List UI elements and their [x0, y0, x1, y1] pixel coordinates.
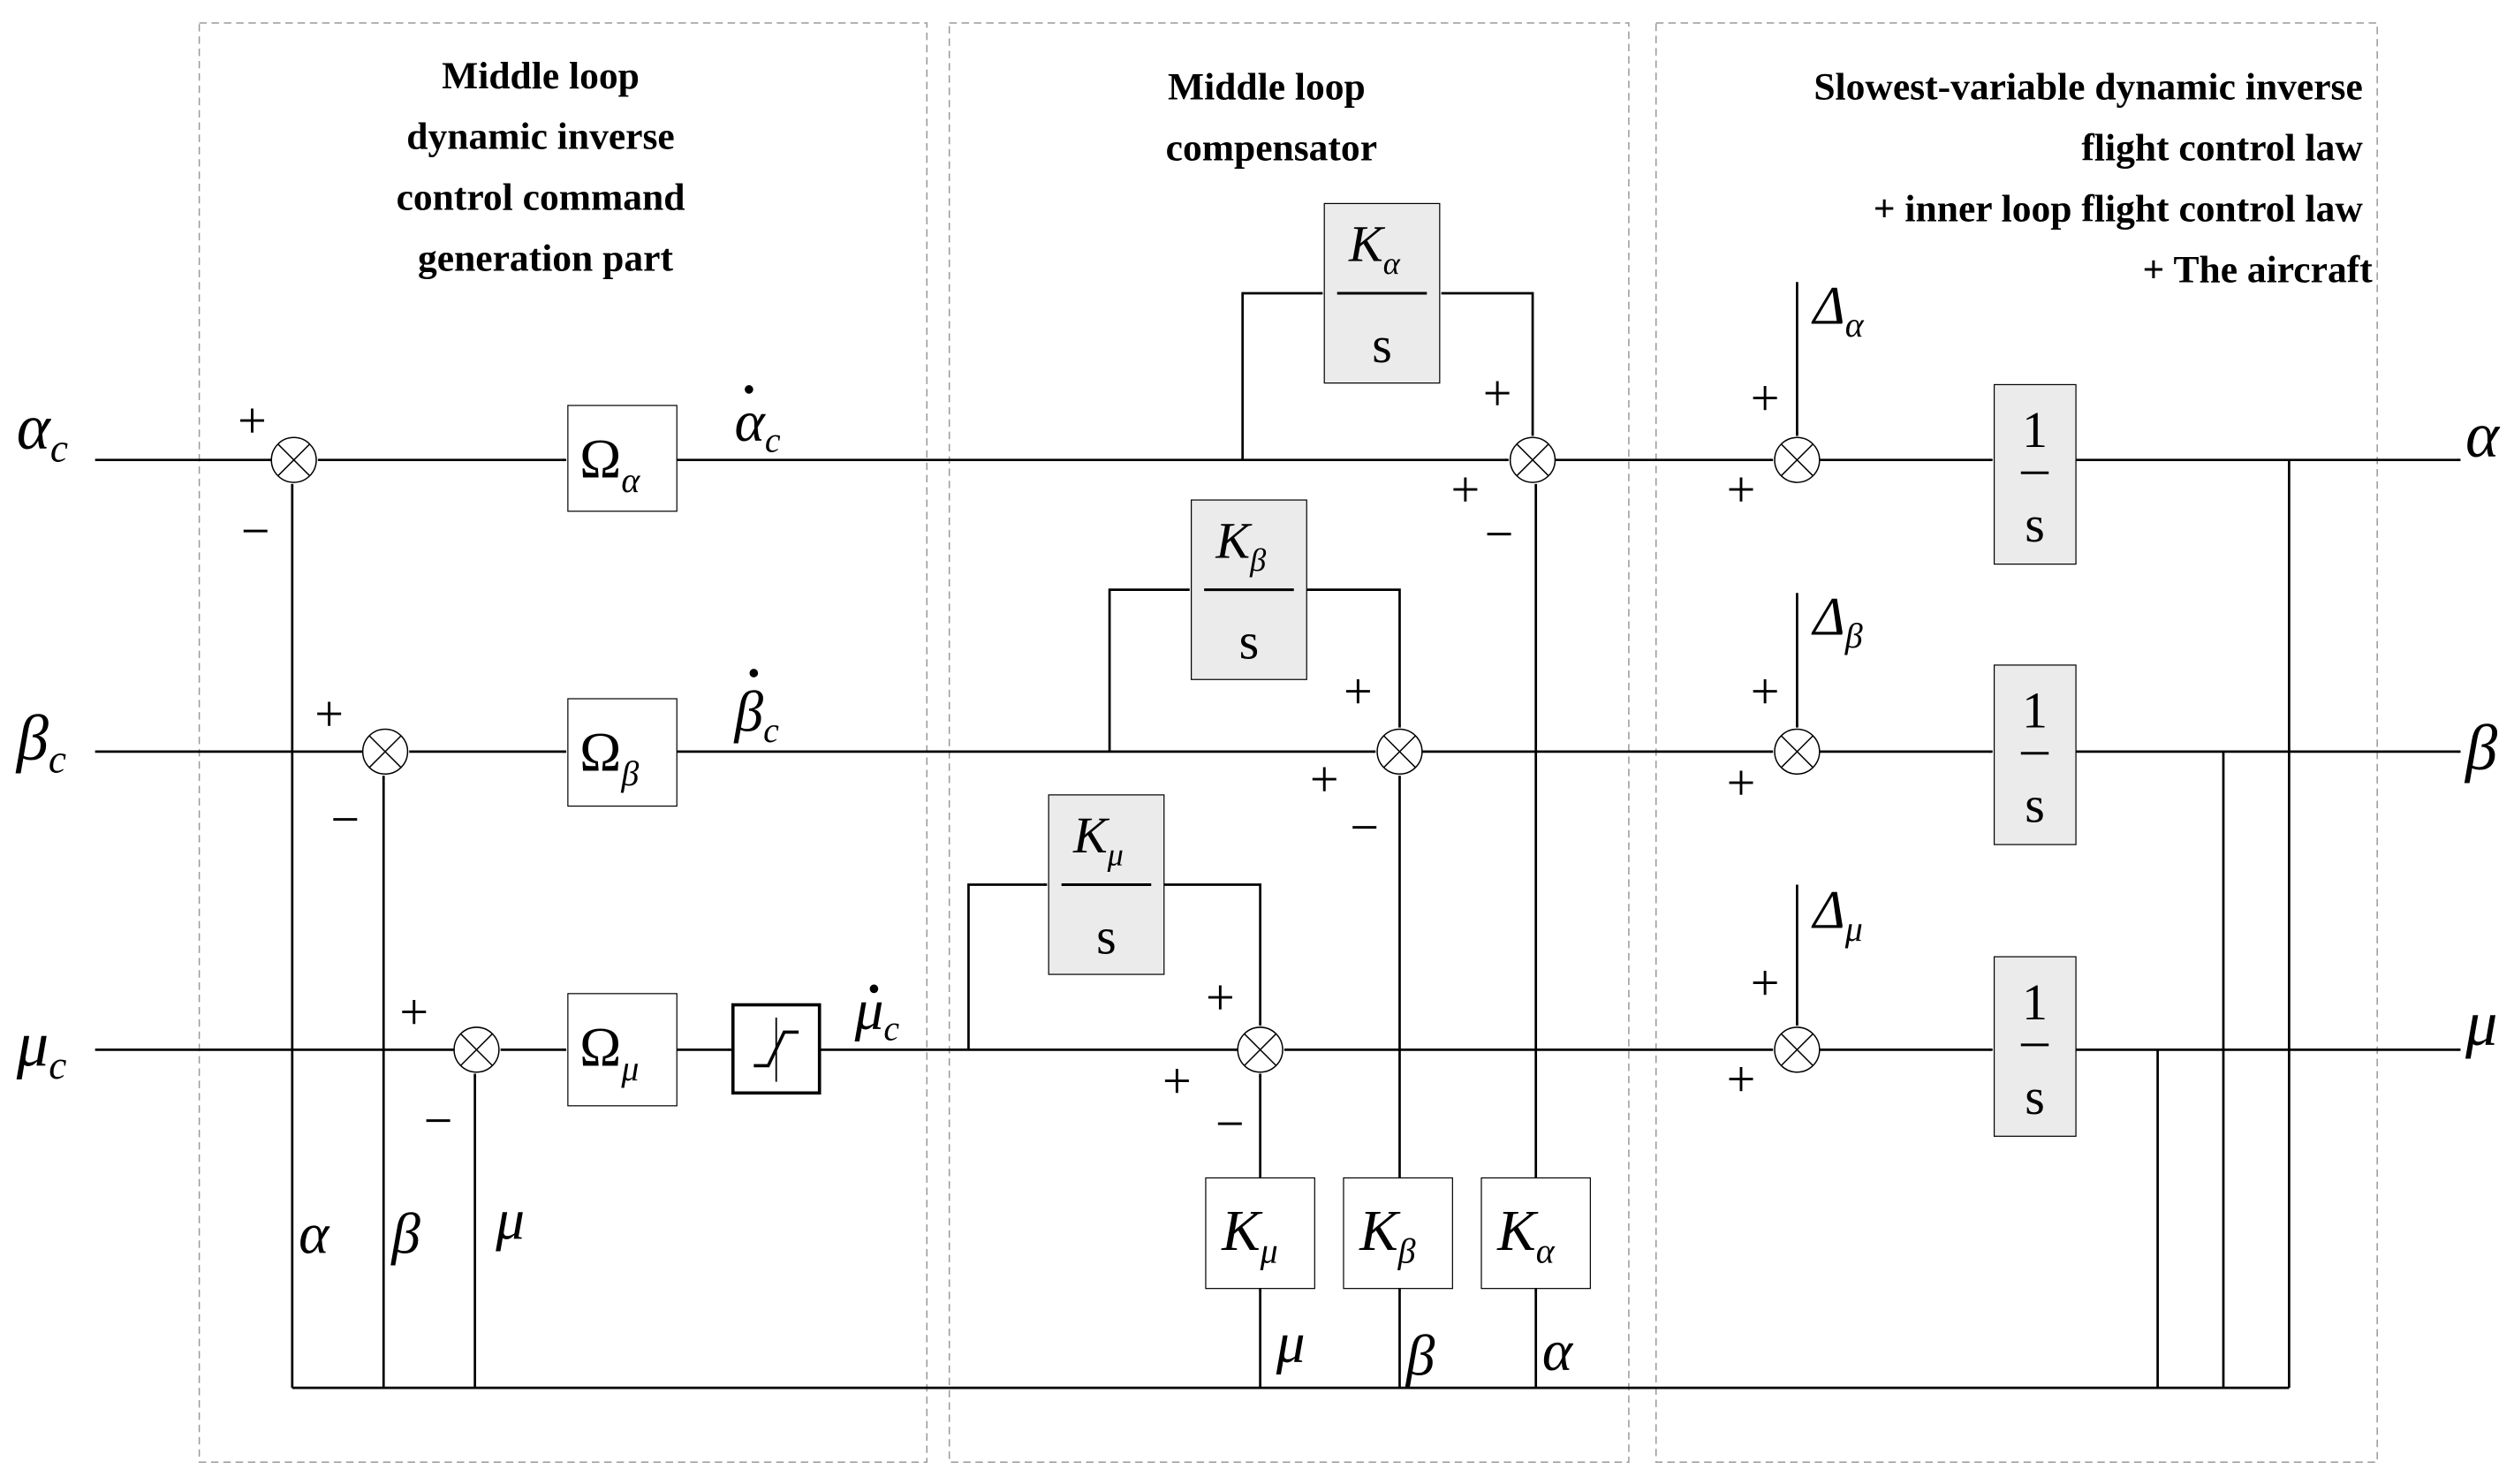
feedback-alpha-label: α [299, 1203, 330, 1267]
svg-text:Ωμ: Ωμ [579, 1015, 639, 1087]
section-command-generation [198, 22, 928, 1463]
sign-minus: − [1350, 799, 1379, 856]
svg-text:s: s [2025, 496, 2045, 553]
svg-text:Kα: Kα [1496, 1200, 1556, 1271]
gain-block-beta: Kβ [1343, 1177, 1453, 1290]
sign-plus: + [1727, 753, 1756, 811]
svg-text:1: 1 [2022, 682, 2048, 739]
sign-plus: + [399, 983, 428, 1041]
disturbance-alpha-label: Δα [1811, 276, 1865, 344]
sign-minus: − [1485, 505, 1514, 563]
integrator-block-alpha: 1 s [1993, 383, 2077, 565]
sum-junction-mu-disturb [1774, 1026, 1821, 1073]
input-beta-c: βc [15, 702, 66, 782]
sum-junction-mu-cmd [453, 1026, 500, 1073]
sign-plus: + [1310, 751, 1339, 808]
integral-gain-block-beta: Kβ s [1191, 499, 1307, 680]
svg-text:Ωα: Ωα [579, 428, 640, 500]
sign-plus: + [1751, 369, 1780, 427]
gain-block-alpha: Kα [1480, 1177, 1591, 1290]
section-aircraft [1655, 22, 2378, 1463]
omega-block-mu: Ωμ [567, 993, 678, 1107]
svg-text:1: 1 [2022, 973, 2048, 1031]
gain-input-beta-label: β [1405, 1325, 1435, 1389]
disturbance-beta-label: Δβ [1811, 587, 1863, 655]
gain-input-alpha-label: α [1542, 1320, 1574, 1383]
disturbance-mu-label: Δμ [1811, 880, 1863, 949]
output-alpha: α [2465, 399, 2501, 471]
sum-junction-beta-cmd [361, 728, 409, 776]
svg-text:Kβ: Kβ [1359, 1200, 1416, 1271]
sign-minus: − [330, 791, 360, 848]
section-left-title: Middle loop dynamic inverse control comm… [397, 55, 695, 280]
sum-junction-beta-disturb [1774, 728, 1821, 776]
sum-junction-beta-comp [1376, 728, 1423, 776]
svg-text:1: 1 [2022, 401, 2048, 458]
sign-plus: + [1751, 954, 1780, 1011]
label-mu-c-dot: μc [854, 979, 900, 1049]
gain-input-mu-label: μ [1276, 1312, 1306, 1375]
svg-text:Kβ: Kβ [1215, 511, 1267, 578]
gain-block-mu: Kμ [1205, 1177, 1315, 1290]
sign-plus: + [1451, 460, 1480, 518]
sum-junction-alpha-disturb [1774, 436, 1821, 483]
feedback-mu-label: μ [495, 1188, 525, 1252]
label-beta-c-dot: βc [733, 669, 780, 750]
svg-text:αc: αc [735, 390, 781, 460]
section-compensator [948, 22, 1630, 1463]
svg-text:Kμ: Kμ [1072, 806, 1124, 873]
sign-plus: + [1162, 1052, 1192, 1109]
svg-text:s: s [1239, 613, 1260, 670]
input-alpha-c: αc [17, 391, 68, 471]
saturation-block [731, 1003, 822, 1095]
sum-junction-alpha-comp [1509, 436, 1556, 483]
sum-junction-mu-comp [1237, 1026, 1284, 1073]
integral-gain-block-alpha: Kα s [1323, 202, 1441, 384]
sign-plus: + [1727, 1050, 1756, 1108]
sign-minus: − [1215, 1095, 1245, 1153]
svg-text:Ωβ: Ωβ [579, 721, 639, 793]
svg-text:s: s [1096, 907, 1117, 965]
sign-plus: + [1727, 460, 1756, 518]
section-right-title: Slowest-variable dynamic inverse flight … [1814, 65, 2373, 291]
sign-plus: + [1751, 662, 1780, 720]
integrator-block-beta: 1 s [1993, 664, 2077, 845]
output-beta: β [2464, 712, 2498, 784]
sign-plus: + [1483, 364, 1512, 421]
sign-minus: − [424, 1092, 453, 1149]
svg-text:s: s [2025, 776, 2045, 834]
svg-text:s: s [2025, 1068, 2045, 1125]
label-alpha-c-dot: αc [735, 385, 781, 460]
svg-text:s: s [1372, 316, 1392, 374]
sign-plus: + [314, 685, 344, 742]
integral-gain-block-mu: Kμ s [1048, 794, 1165, 975]
sign-labels: + − + − + − + + − + + − + + − + + + + + … [238, 364, 1779, 1152]
svg-text:μc: μc [854, 979, 900, 1049]
input-mu-c: μc [16, 1008, 67, 1087]
omega-block-alpha: Ωα [567, 405, 678, 512]
sum-junction-alpha-cmd [270, 436, 317, 483]
svg-text:βc: βc [733, 680, 780, 750]
svg-text:Kμ: Kμ [1221, 1200, 1278, 1271]
output-mu: μ [2465, 988, 2497, 1059]
sign-plus: + [1206, 968, 1235, 1026]
omega-block-beta: Ωβ [567, 698, 678, 807]
integrator-block-mu: 1 s [1993, 956, 2077, 1137]
sign-plus: + [238, 391, 267, 449]
svg-text:Kα: Kα [1348, 216, 1401, 282]
feedback-beta-label: β [390, 1203, 420, 1267]
sign-plus: + [1344, 662, 1373, 720]
section-middle-title: Middle loop compensator [1166, 65, 1377, 169]
sign-minus: − [241, 502, 270, 559]
